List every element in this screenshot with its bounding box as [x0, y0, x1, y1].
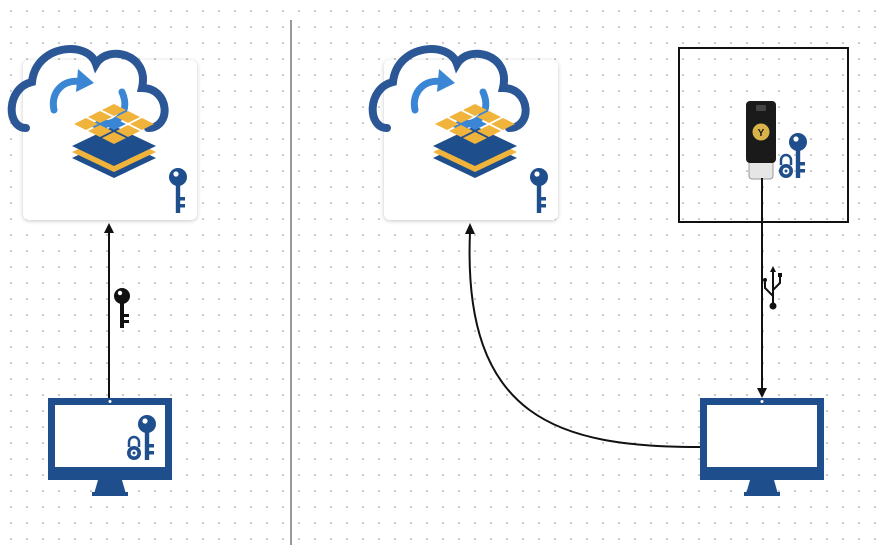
connector-arrow-left [104, 223, 114, 398]
padlock-icon [777, 153, 795, 180]
yubikey-letter: Y [758, 128, 765, 139]
connector-arrow-curve [465, 223, 701, 448]
connector-arrow-usb [757, 178, 767, 398]
key-icon [114, 288, 130, 328]
key-icon [530, 168, 548, 213]
security-key-frame [678, 47, 849, 223]
cloud-sync-icon [373, 49, 526, 178]
monitor-icon [700, 398, 824, 496]
usb-security-key-icon: Y [746, 101, 776, 180]
usb-icon [763, 266, 782, 310]
